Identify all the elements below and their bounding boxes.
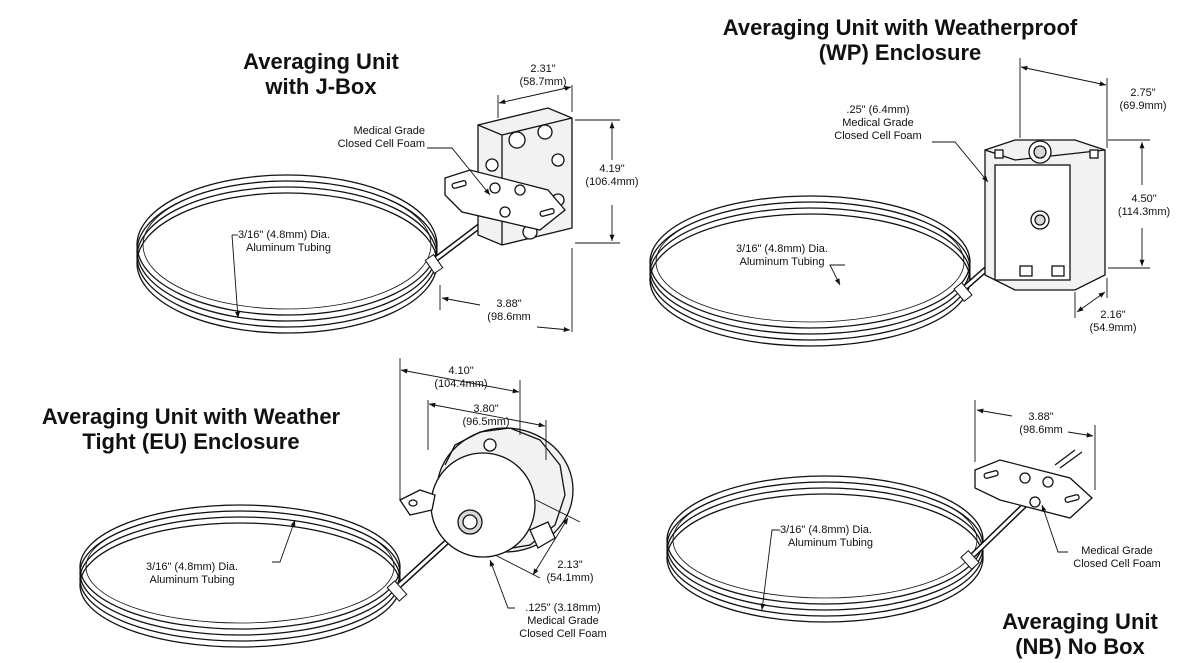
jbox-dim-height-in: 4.19" (599, 163, 625, 175)
wp-dim-height-mm: (114.3mm) (1117, 206, 1171, 218)
nb-tubing-line2: Aluminum Tubing (788, 537, 873, 549)
eu-dim-outer-in: 4.10" (448, 365, 474, 377)
wp-dimensions (829, 58, 1150, 318)
wp-dim-width-mm: (69.9mm) (1119, 100, 1167, 112)
wp-tubing-line1: 3/16" (4.8mm) Dia. (736, 243, 828, 255)
wp-foam-line1: .25" (6.4mm) (846, 104, 910, 116)
jbox-foam-label: Medical Grade Closed Cell Foam (300, 125, 425, 151)
wp-tubing-line2: Aluminum Tubing (739, 256, 825, 268)
jbox-title-line1: Averaging Unit (243, 49, 399, 74)
jbox-tubing-label: 3/16" (4.8mm) Dia. Aluminum Tubing (238, 229, 368, 255)
wp-dim-depth-in: 2.16" (1100, 309, 1126, 321)
nb-foam-line1: Medical Grade (1081, 545, 1153, 557)
eu-title-line2: Tight (EU) Enclosure (82, 429, 300, 454)
eu-dim-outer-mm: (104.4mm) (434, 378, 488, 390)
wp-dim-width-in: 2.75" (1130, 87, 1156, 99)
nb-dim-length-in: 3.88" (1028, 411, 1054, 423)
jbox-tubing-line2: Aluminum Tubing (246, 242, 331, 254)
jbox-mount-plate (444, 169, 566, 231)
eu-foam-line1: .125" (3.18mm) (525, 602, 601, 614)
eu-title: Averaging Unit with Weather Tight (EU) E… (6, 404, 376, 454)
eu-dim-depth: 2.13" (54.1mm) (538, 559, 602, 585)
wp-dim-width: 2.75" (69.9mm) (1110, 87, 1176, 113)
wp-foam-line3: Closed Cell Foam (834, 130, 922, 142)
nb-probe (960, 497, 1033, 570)
wp-coil (649, 195, 971, 347)
eu-dim-outer: 4.10" (104.4mm) (426, 365, 496, 391)
jbox-dim-width-mm: (58.7mm) (519, 76, 567, 88)
eu-dim-depth-in: 2.13" (557, 559, 583, 571)
eu-foam-line2: Medical Grade (527, 615, 599, 627)
nb-title-line2: (NB) No Box (1015, 634, 1145, 659)
wp-title-line1: Averaging Unit with Weatherproof (722, 15, 1078, 40)
jbox-dim-height-mm: (106.4mm) (585, 176, 639, 188)
nb-mount-plate (974, 449, 1093, 519)
jbox-foam-line1: Medical Grade (353, 125, 425, 137)
nb-dim-length: 3.88" (98.6mm (1010, 411, 1072, 437)
jbox-dim-width: 2.31" (58.7mm) (508, 63, 578, 89)
jbox-title-line2: with J-Box (265, 74, 377, 99)
eu-foam-label: .125" (3.18mm) Medical Grade Closed Cell… (508, 602, 618, 641)
jbox-dimensions (231, 85, 620, 332)
wp-title: Averaging Unit with Weatherproof (WP) En… (660, 15, 1140, 65)
nb-foam-line2: Closed Cell Foam (1073, 558, 1161, 570)
nb-tubing-label: 3/16" (4.8mm) Dia. Aluminum Tubing (780, 524, 910, 550)
eu-title-line1: Averaging Unit with Weather (41, 404, 341, 429)
wp-dim-depth: 2.16" (54.9mm) (1082, 309, 1144, 335)
jbox-dim-length-mm: (98.6mm (487, 311, 531, 323)
nb-title: Averaging Unit (NB) No Box (980, 609, 1180, 659)
eu-dim-inner-in: 3.80" (473, 403, 499, 415)
wp-foam-line2: Medical Grade (842, 117, 914, 129)
eu-coil (79, 504, 401, 648)
nb-title-line1: Averaging Unit (1002, 609, 1158, 634)
eu-dim-inner: 3.80" (96.5mm) (454, 403, 518, 429)
eu-tubing-line2: Aluminum Tubing (149, 574, 235, 586)
wp-enclosure (984, 139, 1106, 291)
eu-enclosure (399, 427, 574, 558)
eu-dimensions (272, 358, 581, 609)
jbox-title: Averaging Unit with J-Box (206, 49, 436, 99)
wp-title-line2: (WP) Enclosure (818, 40, 982, 65)
jbox-dim-width-in: 2.31" (530, 63, 556, 75)
eu-dim-depth-mm: (54.1mm) (546, 572, 594, 584)
nb-dimensions (760, 400, 1096, 611)
nb-foam-label: Medical Grade Closed Cell Foam (1062, 545, 1172, 571)
wp-dim-depth-mm: (54.9mm) (1089, 322, 1137, 334)
jbox-dim-length-in: 3.88" (496, 298, 522, 310)
wp-foam-label: .25" (6.4mm) Medical Grade Closed Cell F… (818, 104, 938, 143)
jbox-foam-line2: Closed Cell Foam (337, 138, 425, 150)
eu-foam-line3: Closed Cell Foam (519, 628, 607, 640)
nb-dim-length-mm: (98.6mm (1019, 424, 1063, 436)
eu-tubing-line1: 3/16" (4.8mm) Dia. (146, 561, 238, 573)
eu-tubing-label: 3/16" (4.8mm) Dia. Aluminum Tubing (132, 561, 252, 587)
jbox-dim-length: 3.88" (98.6mm (478, 298, 540, 324)
eu-dim-inner-mm: (96.5mm) (462, 416, 510, 428)
wp-tubing-label: 3/16" (4.8mm) Dia. Aluminum Tubing (722, 243, 842, 269)
wp-dim-height: 4.50" (114.3mm) (1110, 193, 1178, 219)
wp-dim-height-in: 4.50" (1131, 193, 1157, 205)
nb-tubing-line1: 3/16" (4.8mm) Dia. (780, 524, 872, 536)
jbox-tubing-line1: 3/16" (4.8mm) Dia. (238, 229, 330, 241)
jbox-dim-height: 4.19" (106.4mm) (580, 163, 644, 189)
